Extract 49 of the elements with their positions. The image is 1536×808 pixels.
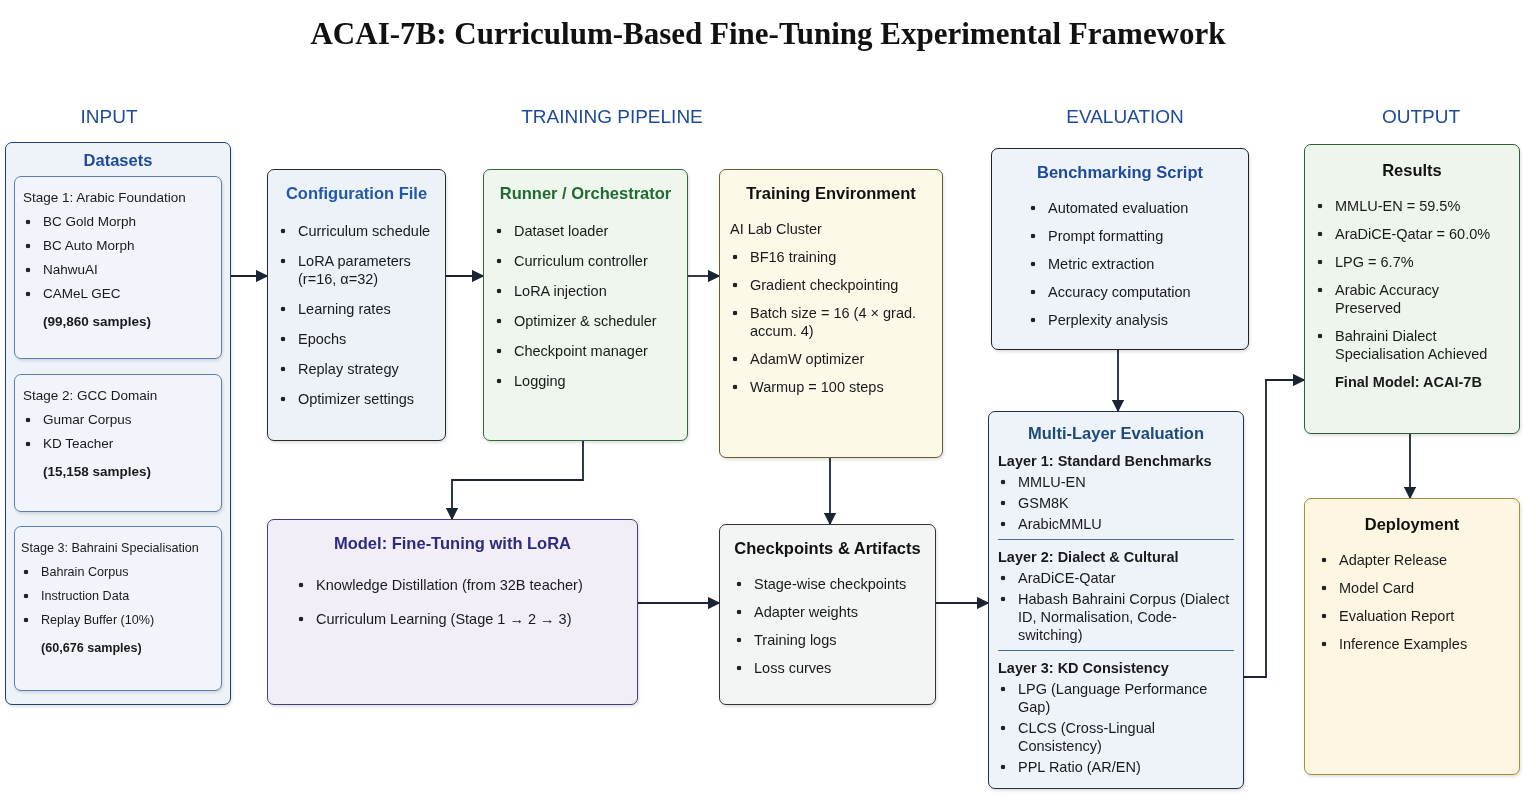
summary-text: (15,158 samples) [42,463,153,481]
process-box [1304,498,1520,775]
stage-box [14,526,222,691]
node-text: Stage 3: Bahraini Specialisation [21,540,200,557]
process-box [267,519,638,705]
arrow [445,440,584,521]
process-box [719,169,943,458]
stage-box [14,374,222,512]
process-box [267,169,446,441]
node-text: Stage 1: Arabic Foundation [23,189,187,207]
node-title: Datasets [82,151,154,169]
summary-text: Final Model: ACAI-7B [1334,373,1483,391]
node-title: Checkpoints & Artifacts [734,539,921,557]
arrow [1243,373,1306,678]
process-box [988,411,1244,789]
node-title: Results [1381,161,1443,179]
process-box [719,524,936,705]
node-title: Configuration File [284,184,429,202]
arrow [1403,433,1417,500]
summary-text: (99,860 samples) [42,313,153,331]
process-box [1304,144,1520,434]
node-text: AI Lab Cluster [730,220,823,238]
arrow [445,269,485,283]
node-title: Model: Fine-Tuning with LoRA [332,534,573,552]
node-title: Training Environment [745,184,917,202]
column-heading: INPUT [79,106,139,128]
arrow [230,269,269,283]
subheading: Layer 3: KD Consistency [998,650,1234,677]
column-heading: OUTPUT [1380,106,1462,128]
group-panel [5,142,231,705]
subheading: Layer 1: Standard Benchmarks [998,452,1213,470]
column-heading: EVALUATION [1065,106,1185,128]
subheading: Layer 2: Dialect & Cultural [998,539,1234,566]
summary-text: (60,676 samples) [40,640,143,657]
node-title: Benchmarking Script [1036,163,1204,181]
stage-box [14,176,222,359]
process-box [483,169,688,441]
arrow [687,269,721,283]
arrow [1111,349,1125,413]
process-box [991,148,1249,350]
diagram-title: ACAI-7B: Curriculum-Based Fine-Tuning Experimental Framework [309,16,1227,52]
column-heading: TRAINING PIPELINE [520,106,704,128]
node-title: Runner / Orchestrator [498,184,673,202]
node-title: Multi-Layer Evaluation [1027,424,1205,442]
arrow [935,596,990,610]
arrow [823,457,837,526]
node-title: Deployment [1363,515,1461,533]
node-text: Stage 2: GCC Domain [23,387,159,405]
arrow [637,596,721,610]
